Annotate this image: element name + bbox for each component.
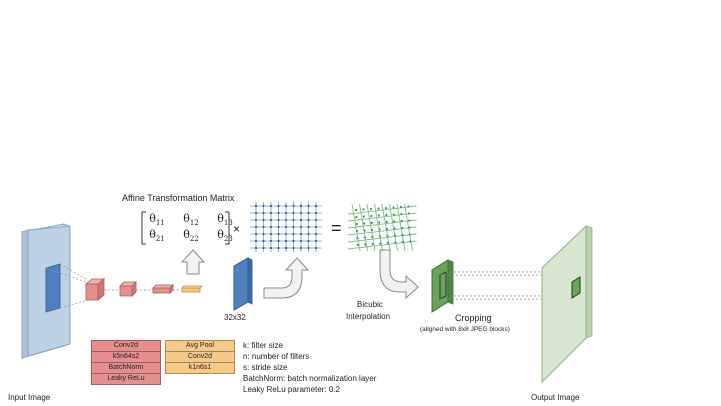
cnn-cube-3 bbox=[152, 284, 174, 294]
up-arrow-icon bbox=[180, 249, 206, 275]
legend: k: filter size n: number of filters s: s… bbox=[243, 340, 376, 395]
bicubic-label-line1: Bicubic bbox=[357, 300, 383, 309]
curved-arrow-up-icon bbox=[263, 257, 310, 299]
cnn-cube-1 bbox=[84, 278, 106, 301]
block-row: Conv2d bbox=[166, 352, 234, 363]
input-patch bbox=[45, 263, 61, 313]
legend-item: BatchNorm: batch normalization layer bbox=[243, 374, 377, 383]
matrix-cell: θ23 bbox=[217, 228, 233, 244]
matrix-cell: θ13 bbox=[217, 212, 233, 228]
block-row: Conv2d bbox=[92, 341, 160, 352]
input-image-panel bbox=[21, 223, 71, 359]
output-image-panel bbox=[541, 224, 593, 384]
block-row: Avg Pool bbox=[166, 341, 234, 352]
legend-item: Leaky ReLu parameter: 0.2 bbox=[243, 385, 340, 394]
matrix-row-1: θ11 θ12 θ13 bbox=[146, 212, 236, 228]
block-row: k1n6s1 bbox=[188, 364, 212, 371]
legend-item: s: stride size bbox=[243, 363, 288, 372]
cropping-slab bbox=[431, 259, 454, 313]
multiply-sign: × bbox=[233, 222, 241, 236]
pool-block: Avg Pool Conv2d k1n6s1 bbox=[165, 340, 235, 374]
matrix-cell: θ22 bbox=[183, 228, 199, 244]
cnn-cube-2 bbox=[119, 281, 137, 297]
block-row: k5n64s2 bbox=[92, 352, 160, 363]
cropping-note: (aligned with 8x8 JPEG blocks) bbox=[420, 326, 510, 333]
matrix-brackets bbox=[141, 211, 230, 245]
affine-matrix-title: Affine Transformation Matrix bbox=[122, 193, 235, 203]
input-image-label: Input Image bbox=[8, 393, 51, 402]
warped-sampling-grid bbox=[347, 203, 417, 252]
output-image-label: Output Image bbox=[531, 393, 580, 402]
legend-item: n: number of filters bbox=[243, 352, 310, 361]
matrix-cell: θ11 bbox=[149, 212, 165, 228]
block-row: BatchNorm bbox=[92, 363, 160, 374]
conv-block-1: Conv2d k5n64s2 BatchNorm Leaky ReLu bbox=[91, 340, 161, 385]
output-patch bbox=[571, 276, 581, 299]
legend-item: k: filter size bbox=[243, 341, 284, 350]
equals-sign: = bbox=[331, 218, 342, 238]
projection-lines-input bbox=[45, 263, 89, 309]
bicubic-label-line2: Interpolation bbox=[346, 312, 391, 321]
curved-arrow-down-icon bbox=[379, 249, 419, 300]
sampling-grid-slab bbox=[233, 257, 253, 311]
matrix-cell: θ21 bbox=[149, 228, 165, 244]
matrix-cell: θ12 bbox=[183, 212, 199, 228]
matrix-row-2: θ21 θ22 θ23 bbox=[146, 228, 236, 244]
cnn-cube-4 bbox=[181, 285, 203, 293]
grid-size-label: 32x32 bbox=[224, 313, 246, 322]
block-row: Leaky ReLu bbox=[107, 375, 145, 382]
affine-matrix: θ11 θ12 θ13 θ21 θ22 θ23 bbox=[146, 212, 236, 244]
cropping-label: Cropping bbox=[455, 313, 492, 323]
regular-sampling-grid bbox=[250, 202, 322, 252]
